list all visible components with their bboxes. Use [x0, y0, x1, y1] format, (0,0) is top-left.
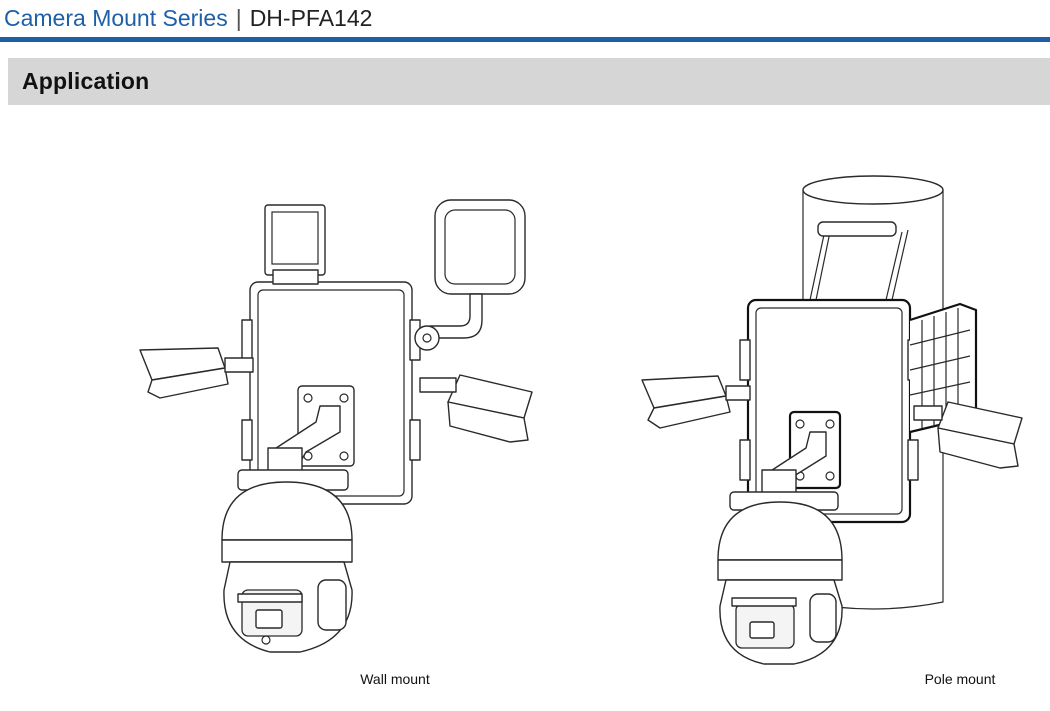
wall-mount-caption: Wall mount: [360, 671, 430, 687]
wall-mount-illustration: [130, 170, 560, 665]
pole-mount-caption: Pole mount: [924, 671, 996, 687]
document-header: Camera Mount Series | DH-PFA142: [0, 0, 1050, 36]
header-separator: |: [235, 4, 242, 31]
section-title: Application: [22, 68, 150, 94]
section-header-bar: Application: [8, 58, 1050, 105]
product-model-number: DH-PFA142: [249, 4, 373, 31]
header-rule: [0, 37, 1050, 42]
product-series-title: Camera Mount Series: [4, 4, 228, 31]
pole-mount-illustration: [630, 170, 1030, 665]
